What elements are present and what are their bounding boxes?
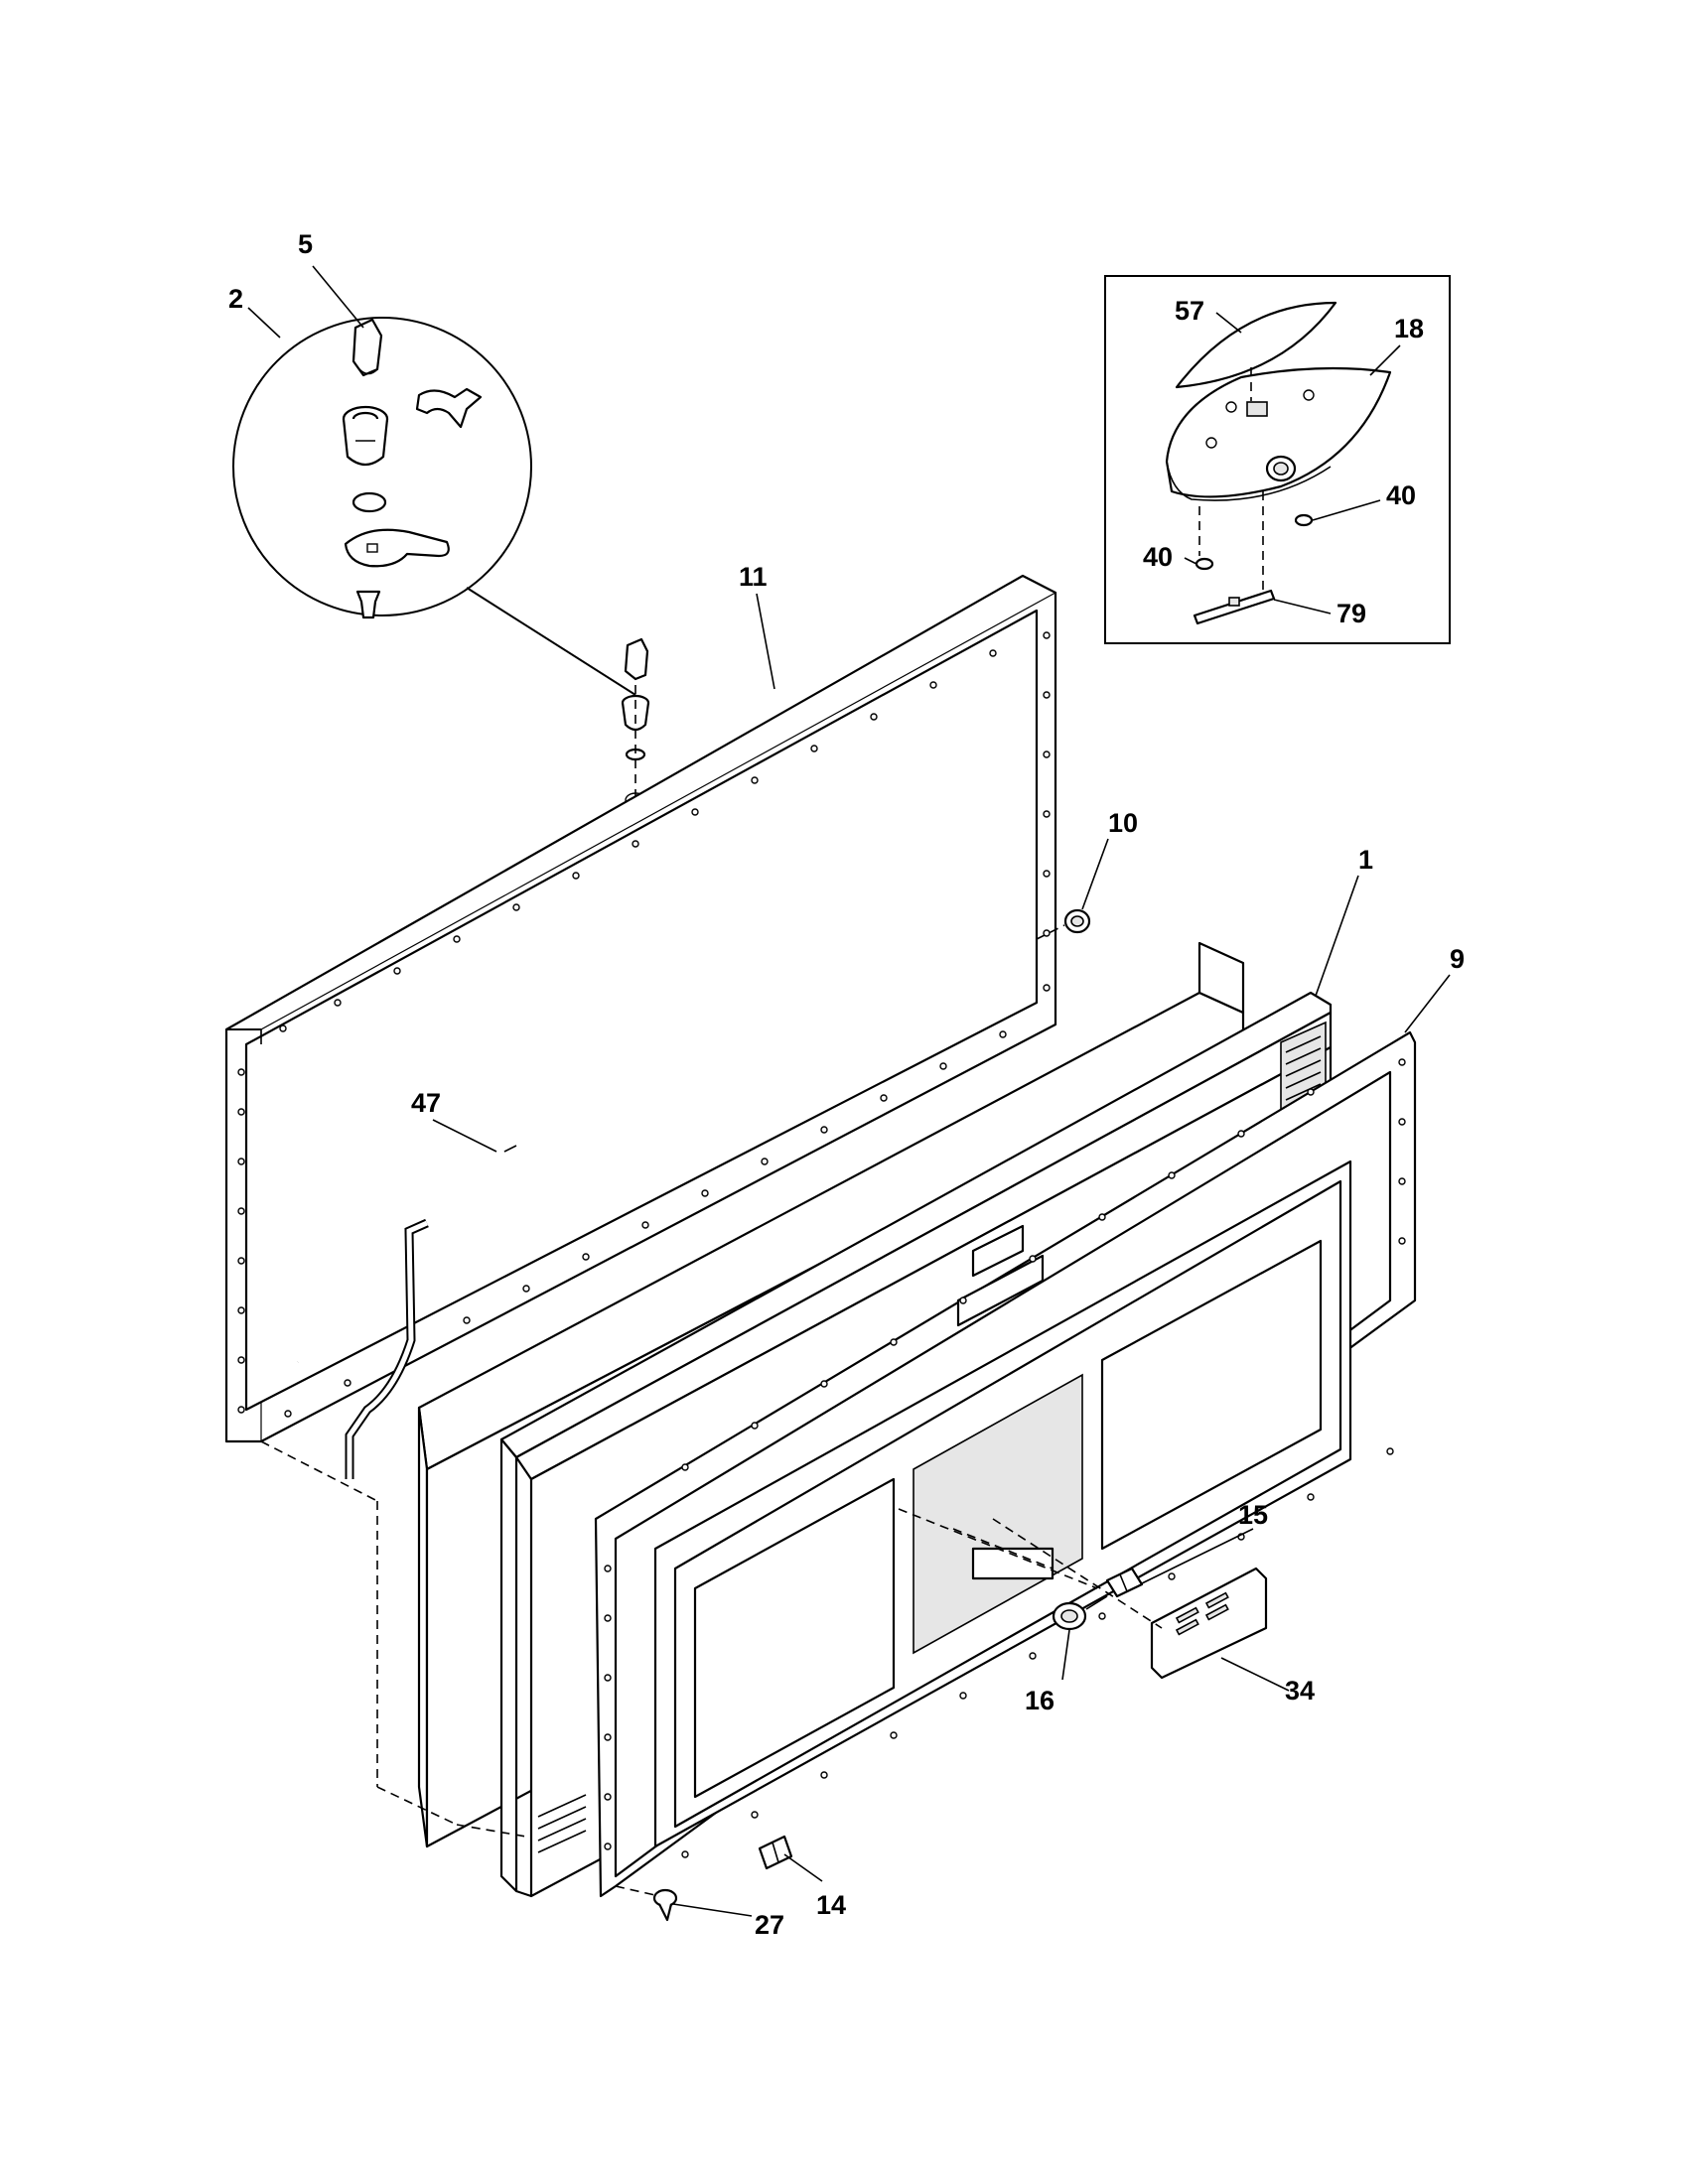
screw-parts-40 — [1195, 513, 1314, 571]
lock-cam-part — [344, 528, 450, 568]
lock-cylinder-part — [342, 405, 389, 467]
light-bulb-part-16 — [1052, 1595, 1108, 1631]
light-switch-part-14 — [758, 1835, 793, 1870]
outer-lid-liner — [537, 1030, 1417, 1898]
label-27: 27 — [755, 1910, 784, 1940]
label-14: 14 — [816, 1890, 846, 1920]
lock-detail-callout — [232, 317, 636, 696]
label-18: 18 — [1394, 314, 1424, 343]
label-11: 11 — [739, 562, 768, 592]
label-40-right: 40 — [1386, 480, 1416, 510]
label-10: 10 — [1108, 808, 1138, 838]
label-5: 5 — [298, 229, 313, 259]
lid-bumper-part — [1036, 908, 1091, 940]
light-cover-part-34 — [1150, 1567, 1268, 1680]
lid-wire-part — [296, 1145, 517, 1479]
label-47: 47 — [411, 1088, 441, 1118]
assembly-lines — [260, 1440, 1163, 1897]
lock-screw-part — [355, 590, 381, 619]
lens-part-57 — [1175, 301, 1337, 389]
label-40-left: 40 — [1143, 542, 1173, 572]
label-57: 57 — [1175, 296, 1204, 326]
lock-ring-part — [352, 491, 387, 513]
label-1: 1 — [1358, 845, 1373, 875]
lid-frame-holes — [237, 631, 1051, 1418]
label-34: 34 — [1285, 1676, 1315, 1706]
label-2: 2 — [228, 284, 243, 314]
label-79: 79 — [1336, 599, 1366, 628]
label-16: 16 — [1025, 1686, 1055, 1715]
light-socket-part-15 — [1105, 1567, 1144, 1598]
leader-lines — [247, 265, 1451, 1917]
bracket-part-79 — [1193, 589, 1276, 625]
liner-vent — [537, 1794, 587, 1853]
label-9: 9 — [1450, 944, 1465, 974]
screw-part-27 — [652, 1888, 678, 1922]
lock-clip-part — [415, 387, 483, 429]
light-assembly-inset — [1104, 275, 1451, 644]
lock-key-part — [352, 318, 383, 377]
label-15: 15 — [1238, 1500, 1268, 1530]
callout-labels: 5 2 11 57 18 40 40 79 10 1 9 47 15 16 34… — [228, 229, 1465, 1940]
light-housing-part-18 — [1165, 366, 1392, 501]
